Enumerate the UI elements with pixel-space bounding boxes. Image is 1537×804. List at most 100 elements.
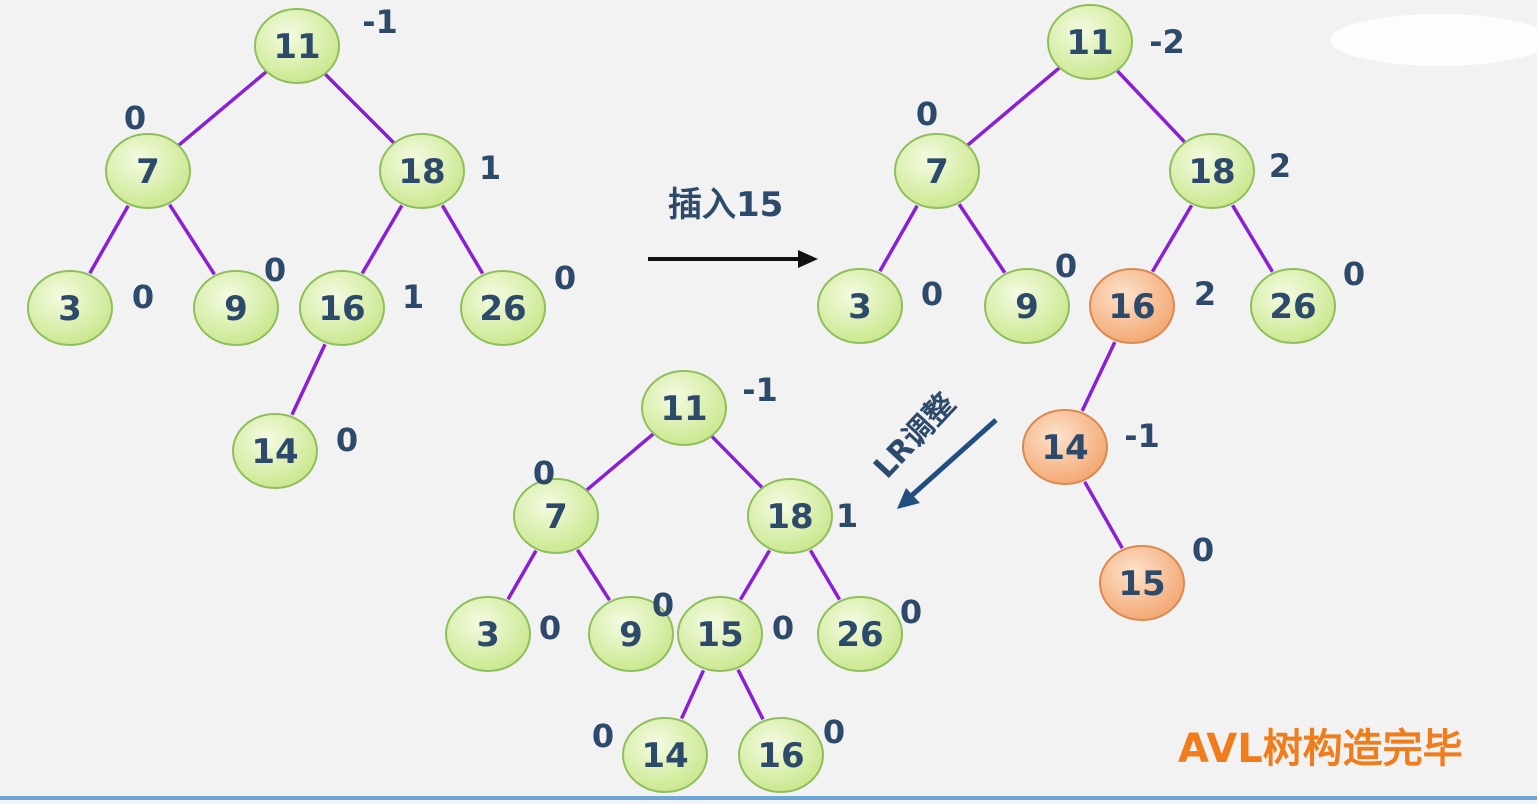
tree-balanced-edge	[679, 669, 706, 720]
tree-inserted-node-14: 14	[1022, 409, 1108, 485]
node-circle	[232, 413, 318, 489]
tree-before-bf-14: 0	[336, 421, 358, 459]
tree-inserted-node-26: 26	[1250, 268, 1336, 344]
node-circle	[1089, 268, 1175, 344]
node-key-label: 16	[757, 736, 804, 776]
tree-balanced-edge	[506, 549, 538, 601]
tree-inserted-edge	[966, 66, 1061, 147]
node-key-label: 14	[251, 432, 298, 472]
node-key-label: 18	[398, 152, 445, 192]
tree-inserted-edge	[1083, 480, 1124, 550]
tree-before-node-16: 16	[299, 270, 385, 346]
tree-before-node-26: 26	[460, 270, 546, 346]
node-key-label: 11	[273, 27, 320, 67]
tree-balanced-node-3: 3	[445, 596, 531, 672]
node-circle	[984, 268, 1070, 344]
node-circle	[738, 717, 824, 793]
adjust-caption: LR调整	[867, 387, 962, 486]
node-circle	[894, 133, 980, 209]
tree-balanced-bf-18: 1	[836, 497, 858, 535]
tree-balanced-node-7: 7	[513, 478, 599, 554]
tree-inserted-bf-9: 0	[1055, 247, 1077, 285]
node-circle	[817, 268, 903, 344]
tree-before-edge	[290, 343, 327, 416]
tree-balanced-bf-16: 0	[823, 713, 845, 751]
tree-inserted-bf-11: -2	[1149, 23, 1185, 61]
node-key-label: 15	[1118, 564, 1165, 604]
tree-before-node-18: 18	[379, 133, 465, 209]
node-key-label: 15	[696, 615, 743, 655]
tree-before-bf-26: 0	[554, 259, 576, 297]
tree-before-node-11: 11	[254, 8, 340, 84]
tree-inserted-edge	[1116, 69, 1186, 144]
tree-before-bf-11: -1	[362, 3, 398, 41]
node-key-label: 7	[136, 152, 160, 192]
tree-inserted-bf-15: 0	[1192, 531, 1214, 569]
tree-inserted-edge	[1080, 341, 1117, 412]
node-key-label: 18	[1188, 152, 1235, 192]
tree-balanced-bf-14: 0	[592, 717, 614, 755]
tree-before-edge	[324, 73, 395, 144]
insert-arrow	[648, 250, 818, 268]
tree-balanced-edge	[738, 549, 772, 601]
tree-before-bf-16: 1	[402, 278, 424, 316]
edges-layer	[88, 66, 1274, 721]
tree-before-bf-7: 0	[124, 99, 146, 137]
bottom-border	[0, 796, 1537, 800]
node-circle	[1047, 4, 1133, 80]
tree-balanced-node-16: 16	[738, 717, 824, 793]
tree-balanced-node-14: 14	[622, 717, 708, 793]
node-key-label: 3	[848, 287, 872, 327]
tree-inserted-node-18: 18	[1169, 133, 1255, 209]
tree-before-node-9: 9	[193, 270, 279, 346]
tree-inserted-bf-26: 0	[1343, 255, 1365, 293]
tree-inserted-edge	[878, 204, 919, 273]
tree-balanced-node-18: 18	[747, 478, 833, 554]
tree-balanced-node-26: 26	[817, 596, 903, 672]
tree-balanced-edge	[585, 432, 655, 492]
tree-inserted-bf-14: -1	[1124, 417, 1160, 455]
tree-balanced-edge	[710, 435, 764, 489]
background-smudge	[1330, 14, 1537, 66]
tree-balanced-bf-9: 0	[652, 586, 674, 624]
tree-inserted-node-7: 7	[894, 133, 980, 209]
tree-balanced-bf-26: 0	[900, 593, 922, 631]
tree-inserted-edge	[957, 203, 1007, 274]
tree-before-node-3: 3	[27, 270, 113, 346]
node-key-label: 26	[479, 289, 526, 329]
tree-before-edge	[88, 204, 130, 275]
tree-before-bf-3: 0	[132, 278, 154, 316]
node-circle	[27, 270, 113, 346]
tree-inserted-node-3: 3	[817, 268, 903, 344]
tree-inserted-bf-18: 2	[1269, 147, 1291, 185]
tree-balanced-bf-11: -1	[742, 371, 778, 409]
node-circle	[1250, 268, 1336, 344]
tree-inserted-bf-16: 2	[1194, 275, 1216, 313]
node-key-label: 9	[1015, 287, 1039, 327]
node-circle	[622, 717, 708, 793]
node-circle	[299, 270, 385, 346]
node-circle	[817, 596, 903, 672]
tree-inserted-node-16: 16	[1089, 268, 1175, 344]
node-circle	[1099, 545, 1185, 621]
node-key-label: 3	[58, 289, 82, 329]
tree-balanced-bf-15: 0	[772, 609, 794, 647]
node-key-label: 9	[224, 289, 248, 329]
node-circle	[588, 596, 674, 672]
tree-before-bf-9: 0	[264, 251, 286, 289]
node-circle	[677, 596, 763, 672]
node-key-label: 7	[544, 497, 568, 537]
node-circle	[1022, 409, 1108, 485]
node-circle	[1169, 133, 1255, 209]
done-caption: AVL树构造完毕	[1178, 726, 1463, 772]
node-key-label: 18	[766, 497, 813, 537]
node-key-label: 11	[1066, 23, 1113, 63]
insert-caption: 插入15	[668, 185, 783, 225]
tree-inserted-node-9: 9	[984, 268, 1070, 344]
node-circle	[641, 370, 727, 446]
node-circle	[105, 133, 191, 209]
tree-balanced-edge	[736, 668, 765, 721]
